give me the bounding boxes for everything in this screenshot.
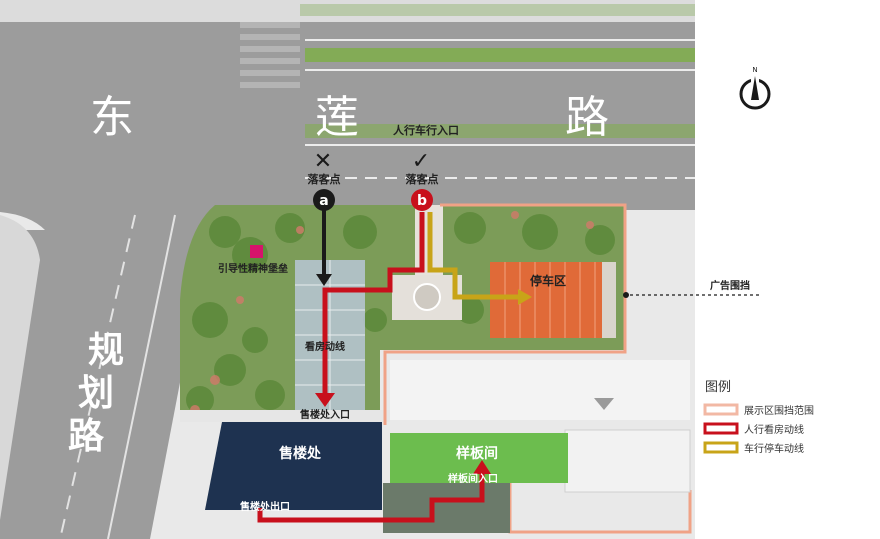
vehicle-arrow: [518, 289, 532, 305]
dropoff-marker-b-letter: b: [417, 193, 427, 209]
dropoff-marker-b: [411, 189, 433, 211]
model-room-label: 样板间: [456, 445, 498, 462]
right-blank: [695, 0, 880, 539]
legend-item-fence: 展示区围挡范围: [744, 404, 814, 417]
sidewalk-left: [0, 215, 40, 520]
model-entrance-label: 样板间入口: [448, 472, 498, 485]
pedestrian-arrow-b: [315, 393, 335, 407]
planning-lane-line: [107, 214, 176, 539]
tree-clusters: [186, 212, 615, 414]
road-median-2: [305, 124, 695, 138]
vehicle-route-swatch: [703, 441, 739, 454]
corridor-grid: [295, 260, 365, 410]
fence-range-swatch: [703, 403, 739, 416]
north-label: N: [752, 66, 757, 74]
pedestrian-arrow-a: [316, 274, 332, 286]
guide-bastion-label: 引导性精神堡垒: [218, 262, 288, 275]
north-arrow-icon: [739, 76, 771, 110]
viewing-route-label: 看房动线: [305, 340, 345, 353]
sales-office-label: 售楼处: [278, 445, 322, 462]
legend-item-vehicle: 车行停车动线: [744, 442, 804, 455]
sales-entrance-label: 售楼处入口: [300, 408, 350, 421]
exhibition-fence: [383, 203, 627, 425]
road-median: [305, 48, 695, 62]
cross-icon: ✕: [314, 149, 332, 174]
courtyard: [383, 483, 510, 533]
flower-accents: [190, 211, 594, 415]
dropoff-marker-a-letter: a: [319, 193, 328, 209]
crosswalk: [240, 22, 300, 88]
dropoff-a-label: 落客点: [308, 172, 341, 186]
ad-fence-dot: [623, 292, 629, 298]
vehicle-route: [427, 212, 520, 300]
east-road-char-1: 东: [90, 92, 134, 143]
pedestrian-route-swatch: [703, 422, 739, 435]
neighbor-building-2: [390, 360, 690, 420]
planning-road-char-3: 路: [68, 416, 105, 457]
planning-road-char-1: 规: [88, 330, 124, 371]
walkway: [180, 410, 390, 422]
sales-exit-label: 售楼处出口: [240, 500, 290, 513]
pedestrian-exit-arrow: [473, 460, 491, 474]
entrance-label: 人行车行入口: [393, 123, 459, 137]
dropoff-b-label: 落客点: [406, 172, 439, 186]
dropoff-marker-a: [313, 189, 335, 211]
legend-title: 图例: [705, 380, 731, 395]
planning-road-char-2: 划: [78, 373, 114, 414]
east-road-char-3: 路: [565, 92, 609, 143]
triangle-marker: [594, 398, 614, 410]
road-corner: [0, 185, 45, 230]
sales-office-block: [205, 422, 382, 510]
parking-area: [490, 262, 602, 338]
fountain: [413, 283, 441, 311]
parking-driveway: [602, 262, 616, 338]
pedestrian-exit-route: [257, 472, 485, 523]
neighbor-building: [564, 429, 691, 493]
model-room-block: [390, 433, 568, 483]
top-hedge: [300, 4, 695, 16]
ad-fence-label: 广告围挡: [710, 279, 750, 292]
planning-lane-line: [59, 214, 136, 539]
guide-bastion-marker: [250, 245, 263, 258]
check-icon: ✓: [412, 149, 430, 174]
east-road-char-2: 莲: [315, 92, 359, 143]
legend-item-pedestrian: 人行看房动线: [744, 423, 804, 436]
parking-label: 停车区: [530, 273, 566, 288]
pedestrian-route-b: [322, 212, 425, 395]
